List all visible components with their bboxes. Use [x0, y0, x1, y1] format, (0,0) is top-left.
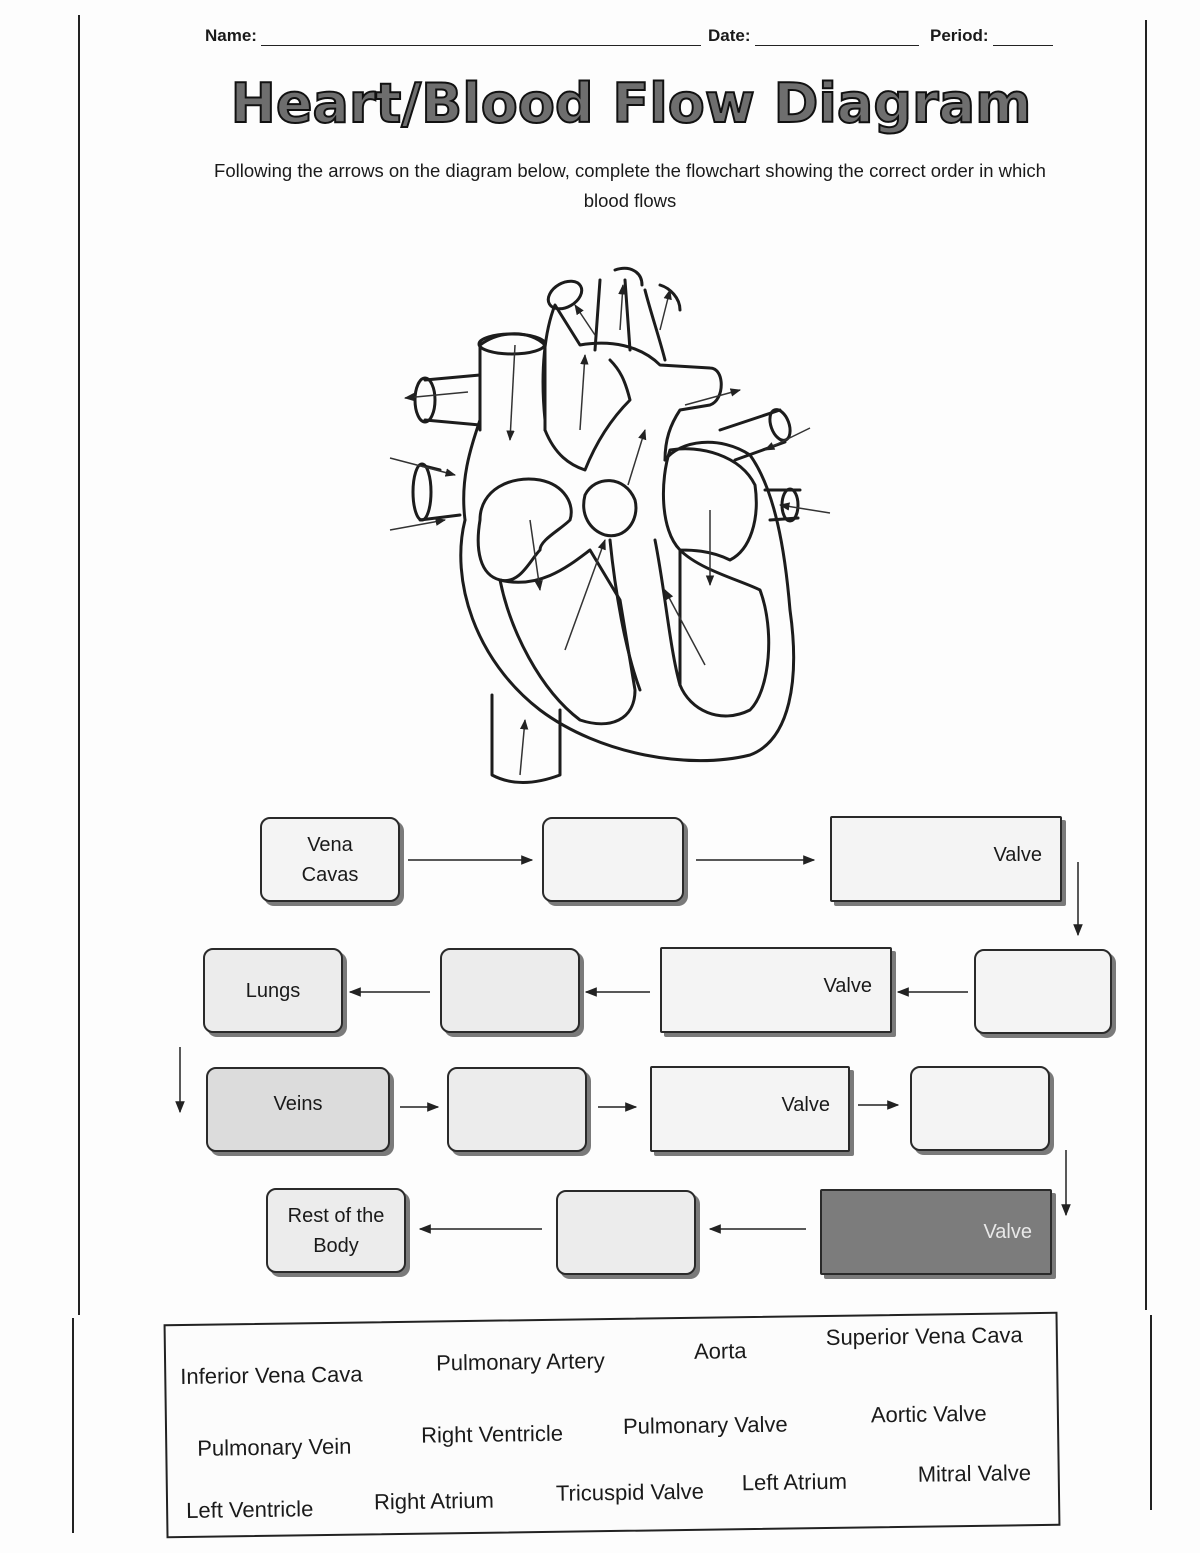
- pulmonary-artery: [543, 358, 632, 472]
- word-bank-term: Inferior Vena Cava: [180, 1361, 363, 1390]
- flow-box-blank[interactable]: [556, 1190, 696, 1275]
- word-bank-term: Aorta: [693, 1338, 747, 1364]
- right-margin-line: [1145, 20, 1147, 1310]
- flow-box-rest-of-body: Rest of the Body: [266, 1188, 406, 1273]
- period-field[interactable]: Period:: [930, 26, 1053, 46]
- date-label: Date:: [708, 26, 751, 45]
- word-bank-term: Pulmonary Vein: [197, 1433, 352, 1461]
- word-bank-term: Superior Vena Cava: [825, 1322, 1023, 1351]
- word-bank-term: Aortic Valve: [870, 1400, 987, 1428]
- right-ventricle: [498, 548, 637, 726]
- flow-box-veins: Veins: [206, 1067, 390, 1152]
- flow-box-blank[interactable]: [447, 1067, 587, 1152]
- aorta: [541, 303, 723, 462]
- word-bank-term: Pulmonary Artery: [435, 1348, 606, 1376]
- word-bank-term: Mitral Valve: [917, 1460, 1032, 1487]
- name-field[interactable]: Name:: [205, 26, 701, 46]
- inferior-vena-cava: [490, 693, 562, 784]
- left-atrium: [662, 447, 758, 562]
- word-bank: Inferior Vena Cava Pulmonary Artery Aort…: [163, 1311, 1061, 1539]
- date-blank[interactable]: [754, 29, 919, 46]
- left-margin-line: [78, 15, 80, 1315]
- period-blank[interactable]: [992, 29, 1053, 46]
- flow-box-blank[interactable]: [910, 1066, 1050, 1151]
- pulmonary-valve: [582, 479, 638, 538]
- period-label: Period:: [930, 26, 989, 45]
- flow-box-valve[interactable]: Valve: [820, 1189, 1052, 1275]
- word-bank-term: Pulmonary Valve: [622, 1411, 788, 1439]
- left-margin-line-lower: [72, 1318, 74, 1533]
- page-title: Heart/Blood Flow Diagram: [230, 71, 1033, 136]
- right-atrium: [476, 477, 573, 583]
- right-margin-line-lower: [1150, 1315, 1152, 1510]
- septum: [608, 538, 682, 692]
- flow-box-valve[interactable]: Valve: [650, 1066, 850, 1152]
- instructions: Following the arrows on the diagram belo…: [214, 160, 1046, 211]
- word-bank-term: Tricuspid Valve: [555, 1478, 705, 1506]
- word-bank-term: Left Atrium: [741, 1468, 848, 1496]
- word-bank-term: Left Ventricle: [185, 1496, 314, 1523]
- flow-box-lungs: Lungs: [203, 948, 343, 1033]
- flow-box-valve[interactable]: Valve: [830, 816, 1062, 902]
- flow-box-vena-cavas: Vena Cavas: [260, 817, 400, 902]
- date-field[interactable]: Date:: [708, 26, 919, 46]
- flow-box-blank[interactable]: [974, 949, 1112, 1034]
- word-bank-term: Right Atrium: [373, 1487, 495, 1515]
- word-bank-term: Right Ventricle: [420, 1420, 564, 1448]
- name-blank[interactable]: [260, 29, 701, 46]
- left-ventricle: [678, 548, 771, 718]
- flow-box-valve[interactable]: Valve: [660, 947, 892, 1033]
- heart-diagram: [389, 266, 831, 784]
- flow-box-blank[interactable]: [542, 817, 684, 902]
- flow-box-blank[interactable]: [440, 948, 580, 1033]
- name-label: Name:: [205, 26, 257, 45]
